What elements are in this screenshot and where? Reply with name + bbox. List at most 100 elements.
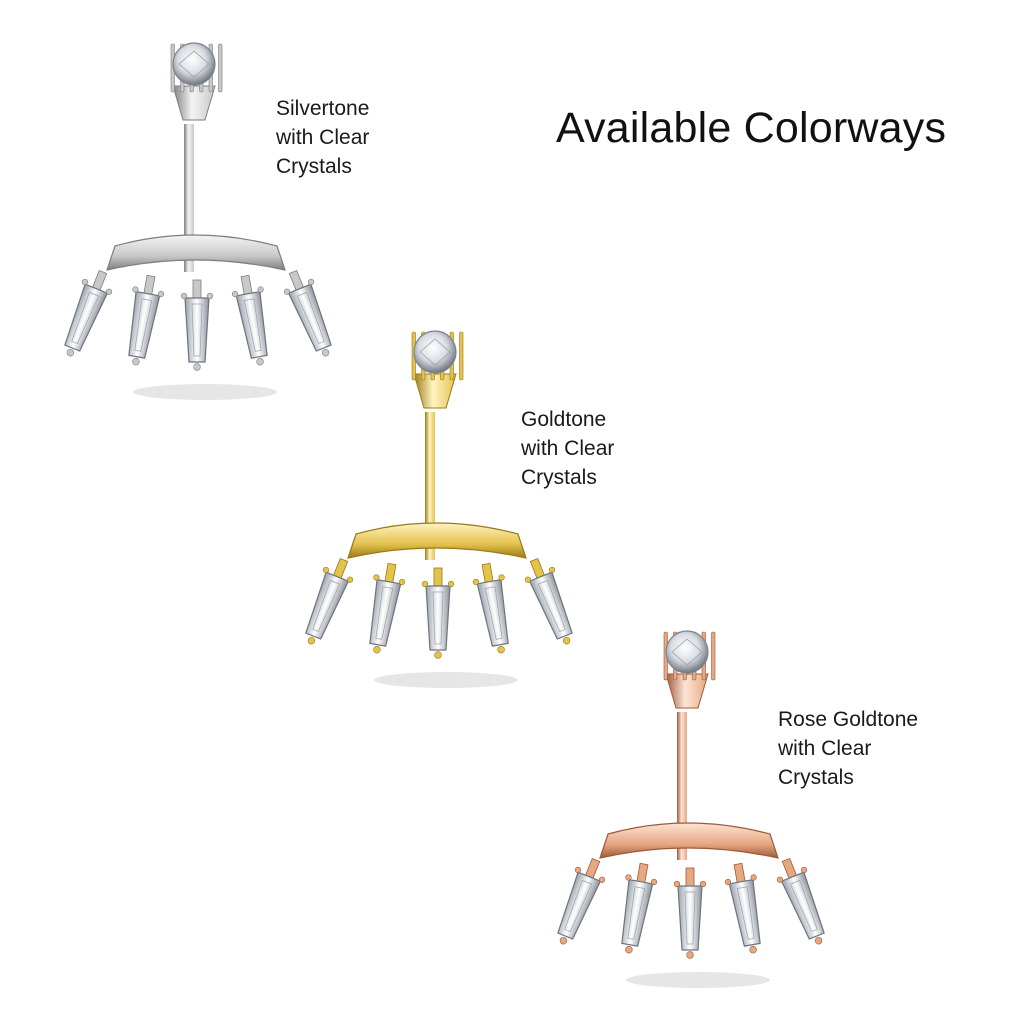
baguette-facet xyxy=(243,298,262,352)
caption-line: with Clear xyxy=(276,126,370,149)
prong-bead xyxy=(132,357,140,366)
baguette-drop xyxy=(673,867,707,959)
prong-bead xyxy=(434,651,442,659)
baguette-facet xyxy=(537,579,566,633)
prong-bead xyxy=(66,348,75,357)
prong-bead xyxy=(574,866,582,874)
baguette-facet xyxy=(296,291,325,345)
prong-setting xyxy=(665,673,709,709)
baguette-drop xyxy=(305,557,354,645)
prong-bead xyxy=(562,636,571,645)
prong xyxy=(711,631,716,681)
caption-line: Crystals xyxy=(276,155,352,178)
round-crystal xyxy=(665,630,709,674)
baguette-facet xyxy=(312,579,341,633)
drop-link xyxy=(192,279,202,299)
caption-line: with Clear xyxy=(778,737,872,760)
baguette-facet xyxy=(375,586,394,640)
prong-bead xyxy=(373,574,380,581)
caption-line: with Clear xyxy=(521,437,615,460)
baguette-facet xyxy=(191,303,203,357)
round-crystal xyxy=(413,330,457,374)
prong-bead xyxy=(814,936,823,945)
baguette-drop xyxy=(524,557,573,645)
prong-bead xyxy=(81,278,89,286)
prong-bead xyxy=(346,576,354,583)
drop-link xyxy=(333,557,349,579)
drop-link xyxy=(384,562,397,583)
curved-bar xyxy=(106,234,286,271)
prong xyxy=(218,43,223,93)
drop-link xyxy=(433,567,443,587)
baguette-drop xyxy=(231,274,268,366)
prong-setting xyxy=(413,373,457,409)
prong-bead xyxy=(157,290,165,298)
drop-link xyxy=(585,857,601,879)
silvertone-jewelry-image xyxy=(55,24,355,424)
prong-bead xyxy=(231,290,239,298)
caption-line: Rose Goldtone xyxy=(778,708,919,731)
drop-link xyxy=(240,274,253,295)
page-title: Available Colorways xyxy=(556,104,947,152)
prong-bead xyxy=(699,880,707,888)
prong-bead xyxy=(322,566,330,574)
jewelry-drawing xyxy=(64,42,332,400)
prong-bead xyxy=(321,348,330,357)
shaft xyxy=(677,712,687,860)
prong-bead xyxy=(256,357,264,366)
prong-bead xyxy=(724,878,732,886)
baguette-drop xyxy=(724,862,761,954)
prong-bead xyxy=(283,288,291,295)
prong-bead xyxy=(398,578,406,586)
prong-bead xyxy=(132,286,139,293)
prong-bead xyxy=(625,945,633,954)
baguette-crystal xyxy=(728,878,761,947)
drop-link xyxy=(288,269,304,291)
prong-bead xyxy=(650,878,658,886)
prong-bead xyxy=(421,580,429,588)
baguette-drop xyxy=(64,269,113,357)
baguette-facet xyxy=(564,879,593,933)
baguette-facet xyxy=(432,591,444,645)
baguette-crystal xyxy=(305,571,350,640)
drop-link xyxy=(529,557,545,579)
baguette-facet xyxy=(134,298,153,352)
baguette-drop xyxy=(621,862,658,954)
caption-line: Crystals xyxy=(778,766,854,789)
prong-bead xyxy=(548,566,556,574)
drop-link xyxy=(92,269,108,291)
baguette-facet xyxy=(71,291,100,345)
prong-bead xyxy=(749,945,757,954)
prong-bead xyxy=(559,936,568,945)
caption-line: Crystals xyxy=(521,466,597,489)
baguette-drop xyxy=(180,279,214,371)
crystal-facet xyxy=(419,338,451,366)
prong-bead xyxy=(105,288,113,295)
prong-bead xyxy=(180,292,188,300)
prong-bead xyxy=(625,874,632,881)
prong-bead xyxy=(673,880,681,888)
jewelry-drawing xyxy=(557,630,825,988)
prong-bead xyxy=(497,645,505,654)
prong-setting xyxy=(172,85,216,121)
prong-bead xyxy=(447,580,455,588)
baguette-facet xyxy=(736,886,755,940)
silvertone-caption: Silvertone with Clear Crystals xyxy=(276,94,369,181)
prong-bead xyxy=(472,578,480,586)
prong-bead xyxy=(307,636,316,645)
prong-bead xyxy=(257,286,264,293)
prong-bead xyxy=(524,576,532,583)
baguette-drop xyxy=(776,857,825,945)
crystal-facet xyxy=(178,50,210,78)
drop-link xyxy=(733,862,746,883)
crystal-facet xyxy=(671,638,703,666)
drop-link xyxy=(143,274,156,295)
rose-goldtone-jewelry-image xyxy=(548,612,848,1012)
baguette-drop xyxy=(283,269,332,357)
goldtone-caption: Goldtone with Clear Crystals xyxy=(521,405,614,492)
baguette-crystal xyxy=(557,871,602,940)
baguette-drop xyxy=(472,562,509,654)
baguette-crystal xyxy=(780,871,825,940)
caption-line: Silvertone xyxy=(276,97,370,120)
prong-bead xyxy=(373,645,381,654)
